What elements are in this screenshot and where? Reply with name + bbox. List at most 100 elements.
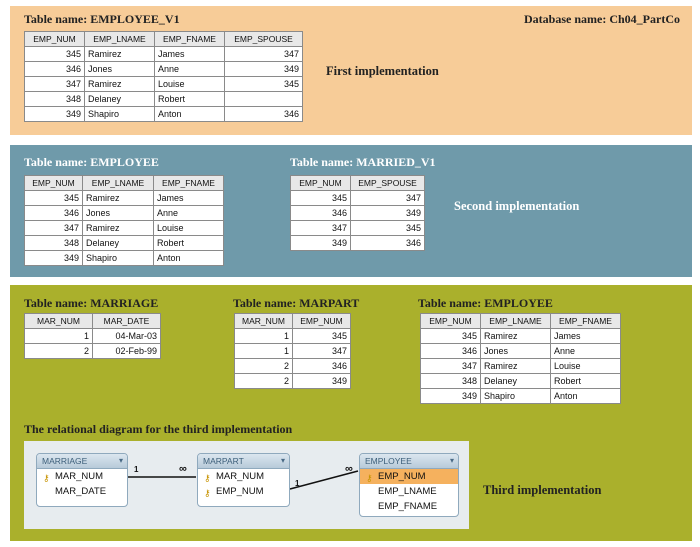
entity-attribute: ⚷ EMP_NUM [198,484,289,499]
key-icon: ⚷ [204,473,211,483]
cell: Anne [550,343,621,359]
entity-title-text: EMPLOYEE [365,456,412,466]
cell: 1 [234,328,293,344]
cell: Louise [550,358,621,374]
cell: 346 [224,106,303,122]
cell: Ramirez [84,76,155,92]
entity-attribute: MAR_DATE [37,484,127,499]
table-header-row: MAR_NUM MAR_DATE [24,313,161,329]
cell [224,91,303,107]
entity-attribute-selected[interactable]: ⚷ EMP_NUM [360,469,458,484]
employee-v1-table: EMP_NUM EMP_LNAME EMP_FNAME EMP_SPOUSE 3… [24,31,303,122]
cell: James [154,46,225,62]
table-header-row: EMP_NUM EMP_LNAME EMP_FNAME [24,175,224,191]
cell: 349 [350,205,425,221]
cell: Ramirez [82,190,154,206]
cell: 345 [224,76,303,92]
cell: Louise [153,220,224,236]
column-header: EMP_FNAME [154,31,225,47]
cell: Delaney [82,235,154,251]
column-header: EMP_LNAME [84,31,155,47]
cell: 347 [292,343,351,359]
cell: Ramirez [480,328,551,344]
cell: 349 [24,250,83,266]
attribute-text: MAR_DATE [55,486,107,497]
attribute-text: MAR_NUM [216,471,265,482]
entity-employee[interactable]: EMPLOYEE ▾ ⚷ EMP_NUM EMP_LNAME EMP_FNAME [359,453,459,517]
attribute-text: EMP_FNAME [378,501,438,512]
cell: 347 [24,220,83,236]
cell: 345 [24,190,83,206]
cell: Jones [82,205,154,221]
cell: 2 [24,343,93,359]
cell: Anton [550,388,621,404]
cell: 345 [350,220,425,236]
column-header: EMP_NUM [24,31,85,47]
attribute-text: EMP_LNAME [378,486,437,497]
cell: 347 [224,46,303,62]
chevron-down-icon: ▾ [118,456,123,465]
relationship-many-label: ∞ [179,463,187,475]
entity-marpart[interactable]: MARPART▾ ⚷MAR_NUM ⚷EMP_NUM [197,453,290,507]
table-header-row: EMP_NUM EMP_LNAME EMP_FNAME [420,313,621,329]
entity-attribute: EMP_LNAME [360,484,458,499]
cell: 1 [234,343,293,359]
cell: Ramirez [84,46,155,62]
second-implementation-label: Second implementation [454,199,580,213]
column-header: MAR_NUM [234,313,293,329]
cell: Shapiro [84,106,155,122]
cell: 346 [420,343,481,359]
attribute-text: EMP_NUM [216,486,264,497]
entity-attribute: EMP_FNAME [360,499,458,514]
cell: 349 [420,388,481,404]
attribute-text: EMP_NUM [378,471,426,482]
key-icon: ⚷ [204,488,211,498]
entity-marriage[interactable]: MARRIAGE▾ ⚷MAR_NUM MAR_DATE [36,453,128,507]
cell: 345 [290,190,351,206]
cell: 347 [290,220,351,236]
column-header: EMP_NUM [290,175,351,191]
cell: 349 [24,106,85,122]
column-header: MAR_NUM [24,313,93,329]
cell: 347 [24,76,85,92]
entity-attribute: ⚷MAR_NUM [37,469,127,484]
key-icon: ⚷ [366,473,373,483]
third-implementation-label: Third implementation [483,483,602,497]
table-caption-employee-v1: Table name: EMPLOYEE_V1 [24,12,180,26]
cell: 346 [290,205,351,221]
cell: 346 [24,61,85,77]
cell: 02-Feb-99 [92,343,161,359]
cell: Jones [84,61,155,77]
cell: Robert [154,91,225,107]
table-caption-married-v1: Table name: MARRIED_V1 [290,155,436,169]
table-caption-marriage: Table name: MARRIAGE [24,296,159,310]
cell: 347 [350,190,425,206]
cell: Ramirez [480,358,551,374]
entity-attribute: ⚷ MAR_NUM [198,469,289,484]
cell: 2 [234,358,293,374]
relationship-one-label: 1 [295,479,300,488]
cell: 346 [292,358,351,374]
chevron-down-icon: ▾ [449,456,454,465]
column-header: MAR_DATE [92,313,161,329]
column-header: EMP_LNAME [82,175,154,191]
table-caption-employee: Table name: EMPLOYEE [24,155,159,169]
